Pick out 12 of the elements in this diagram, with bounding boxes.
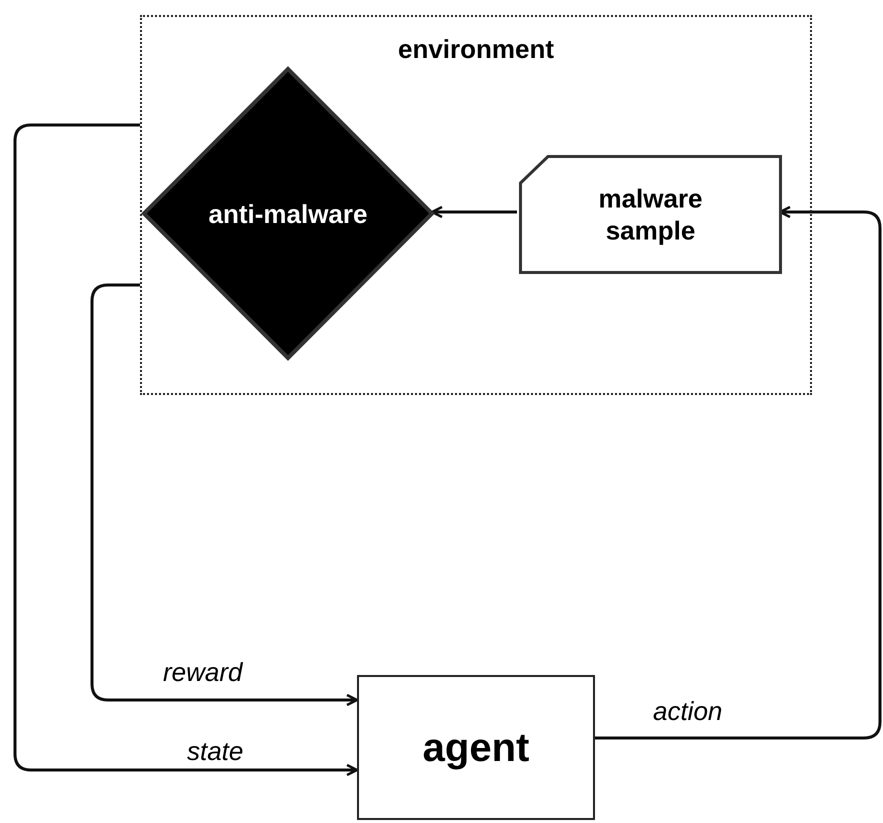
arrow: [595, 206, 882, 740]
node-label: agent: [422, 724, 530, 772]
arrow: [430, 206, 517, 218]
node-label: environment: [396, 33, 556, 66]
arrow: [90, 284, 358, 706]
decision-diamond: [142, 67, 434, 360]
node-label: malware sample: [597, 182, 704, 247]
arrow: [14, 124, 358, 776]
card-shape: [519, 155, 782, 274]
process-box: [357, 675, 595, 820]
node-label: anti-malware: [208, 197, 368, 230]
environment-frame: [140, 15, 812, 395]
